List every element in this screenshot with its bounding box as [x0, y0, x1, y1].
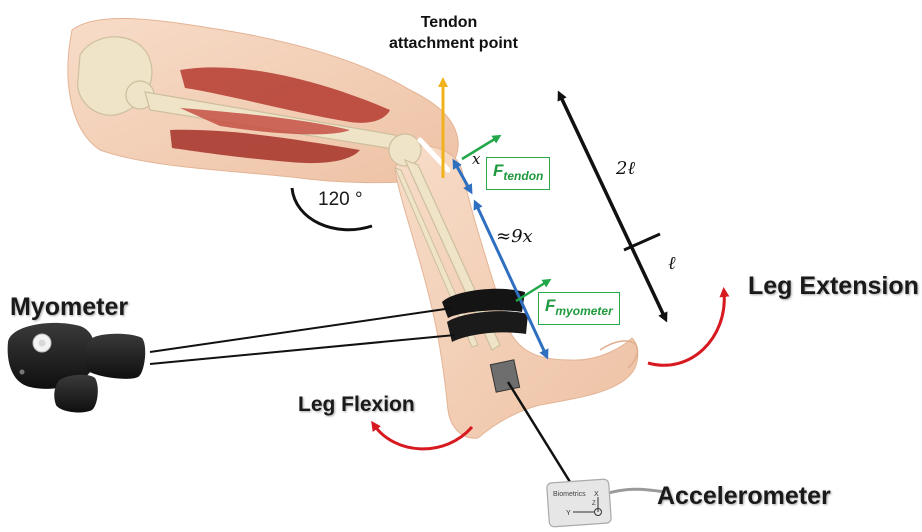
myometer-label: Myometer	[10, 293, 128, 322]
tendon-label-line1: Tendon	[389, 12, 509, 33]
accelerometer-axis-y: Y	[566, 510, 571, 517]
accelerometer-brand-text: Biometrics	[553, 491, 586, 498]
two-l-length-label: 2ℓ	[616, 158, 635, 179]
accelerometer-axis-x: X	[594, 491, 599, 498]
tendon-force-subscript: tendon	[503, 169, 543, 183]
leg-extension-label: Leg Extension	[748, 272, 919, 301]
tendon-force-letter: F	[493, 161, 503, 180]
angle-label: 120 °	[318, 189, 363, 211]
myometer-force-label: Fmyometer	[538, 292, 620, 325]
x-distance-label: x	[472, 150, 480, 168]
accelerometer-device-icon: Biometrics X Z Y	[547, 479, 665, 527]
l-length-label: ℓ	[668, 253, 676, 274]
accelerometer-axis-z: Z	[592, 501, 596, 507]
myometer-connection-lines	[150, 308, 455, 364]
tendon-label-line2: attachment point	[389, 33, 509, 54]
accelerometer-pad	[490, 360, 519, 392]
accelerometer-label: Accelerometer	[657, 482, 831, 511]
tendon-attachment-label: Tendon attachment point	[389, 12, 509, 54]
myometer-force-letter: F	[545, 296, 555, 315]
myometer-device-icon	[8, 323, 146, 413]
tendon-force-label: Ftendon	[486, 157, 550, 190]
myometer-force-subscript: myometer	[555, 304, 612, 318]
nine-x-distance-label: ≈9x	[496, 226, 533, 247]
length-arrow	[560, 95, 665, 318]
leg-flexion-label: Leg Flexion	[298, 393, 415, 417]
